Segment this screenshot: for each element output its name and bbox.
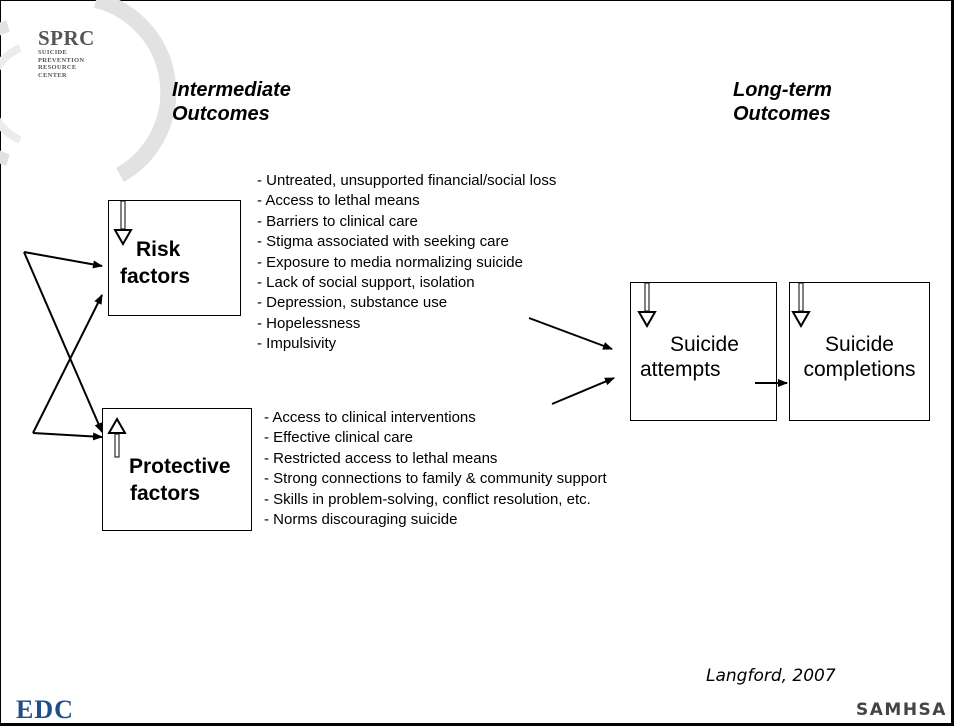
protective-factors-label-2: factors bbox=[130, 481, 200, 506]
protective-factors-box bbox=[102, 408, 252, 531]
risk-factor-item: - Hopelessness bbox=[257, 314, 361, 332]
box-label-line: factors bbox=[130, 482, 201, 505]
sprc-logo-line: CENTER bbox=[38, 71, 67, 79]
box-label-line: completions bbox=[803, 358, 916, 381]
arrow-to-risk-bottom bbox=[32, 294, 103, 434]
arrow-to-protective-bottom bbox=[32, 432, 103, 441]
box-label-line: attempts bbox=[640, 358, 721, 381]
box-label-line: factors bbox=[120, 265, 191, 288]
box-label-line: Risk bbox=[136, 238, 181, 261]
sprc-logo-line: PREVENTION bbox=[38, 56, 85, 64]
heading-line: Outcomes bbox=[733, 103, 831, 125]
risk-factor-item: - Impulsivity bbox=[257, 335, 337, 353]
protective-factor-item: - Strong connections to family & communi… bbox=[264, 470, 607, 488]
suicide-attempts-box bbox=[630, 282, 777, 421]
risk-factors-box bbox=[108, 200, 241, 316]
heading-line: Intermediate bbox=[172, 79, 291, 101]
input-arrows bbox=[23, 251, 103, 441]
protective-factor-item: - Norms discouraging suicide bbox=[264, 511, 458, 529]
suicide-completions-box bbox=[789, 282, 930, 421]
protective-factors-list: - Access to clinical interventions - Eff… bbox=[264, 408, 607, 530]
risk-factor-item: - Untreated, unsupported financial/socia… bbox=[257, 172, 557, 189]
arrow-to-protective-top bbox=[23, 251, 103, 433]
arrow-risk-to-attempts bbox=[528, 317, 613, 350]
arrow-protective-to-attempts bbox=[551, 377, 615, 405]
protective-increase-icon bbox=[107, 416, 127, 458]
risk-factors-label-2: factors bbox=[120, 264, 190, 289]
box-label-line: Suicide bbox=[670, 333, 739, 356]
arrow-to-risk-top bbox=[23, 251, 103, 269]
protective-factor-item: - Skills in problem-solving, conflict re… bbox=[264, 490, 591, 508]
sprc-logo-abbrev: SPRC bbox=[38, 26, 95, 50]
attempts-decrease-icon bbox=[637, 282, 657, 329]
risk-factor-item: - Depression, substance use bbox=[257, 294, 448, 312]
risk-factor-item: - Exposure to media normalizing suicide bbox=[257, 253, 523, 271]
box-label-line: Protective bbox=[129, 455, 231, 478]
citation: Langford, 2007 bbox=[706, 666, 836, 686]
intermediate-outcomes-heading: Intermediate Outcomes bbox=[172, 78, 291, 126]
protective-factor-item: - Restricted access to lethal means bbox=[264, 449, 498, 467]
samhsa-logo: SAMHSA bbox=[856, 700, 947, 720]
completions-decrease-icon bbox=[791, 282, 811, 329]
risk-factor-item: - Stigma associated with seeking care bbox=[257, 233, 509, 251]
risk-decrease-icon bbox=[113, 200, 133, 247]
risk-factor-item: - Access to lethal means bbox=[257, 192, 420, 210]
protective-factor-item: - Access to clinical interventions bbox=[264, 409, 476, 426]
suicide-attempts-label: Suicide attempts bbox=[630, 332, 777, 382]
sprc-logo-line: SUICIDE bbox=[38, 49, 68, 56]
risk-factors-label: Risk bbox=[136, 237, 180, 262]
heading-line: Long-term bbox=[733, 79, 832, 101]
sprc-logo-line: RESOURCE bbox=[38, 64, 77, 71]
risk-factor-item: - Lack of social support, isolation bbox=[257, 274, 475, 292]
protective-factor-item: - Effective clinical care bbox=[264, 429, 413, 447]
edc-logo: EDC bbox=[16, 695, 74, 724]
long-term-outcomes-heading: Long-term Outcomes bbox=[733, 78, 832, 126]
risk-factors-list: - Untreated, unsupported financial/socia… bbox=[257, 171, 556, 355]
protective-factors-label: Protective bbox=[129, 454, 231, 479]
suicide-completions-label: Suicide completions bbox=[789, 332, 930, 382]
heading-line: Outcomes bbox=[172, 103, 270, 125]
risk-factor-item: - Barriers to clinical care bbox=[257, 212, 418, 230]
box-label-line: Suicide bbox=[825, 333, 894, 356]
sprc-logo: SPRC SUICIDE PREVENTION RESOURCE CENTER bbox=[38, 27, 95, 79]
